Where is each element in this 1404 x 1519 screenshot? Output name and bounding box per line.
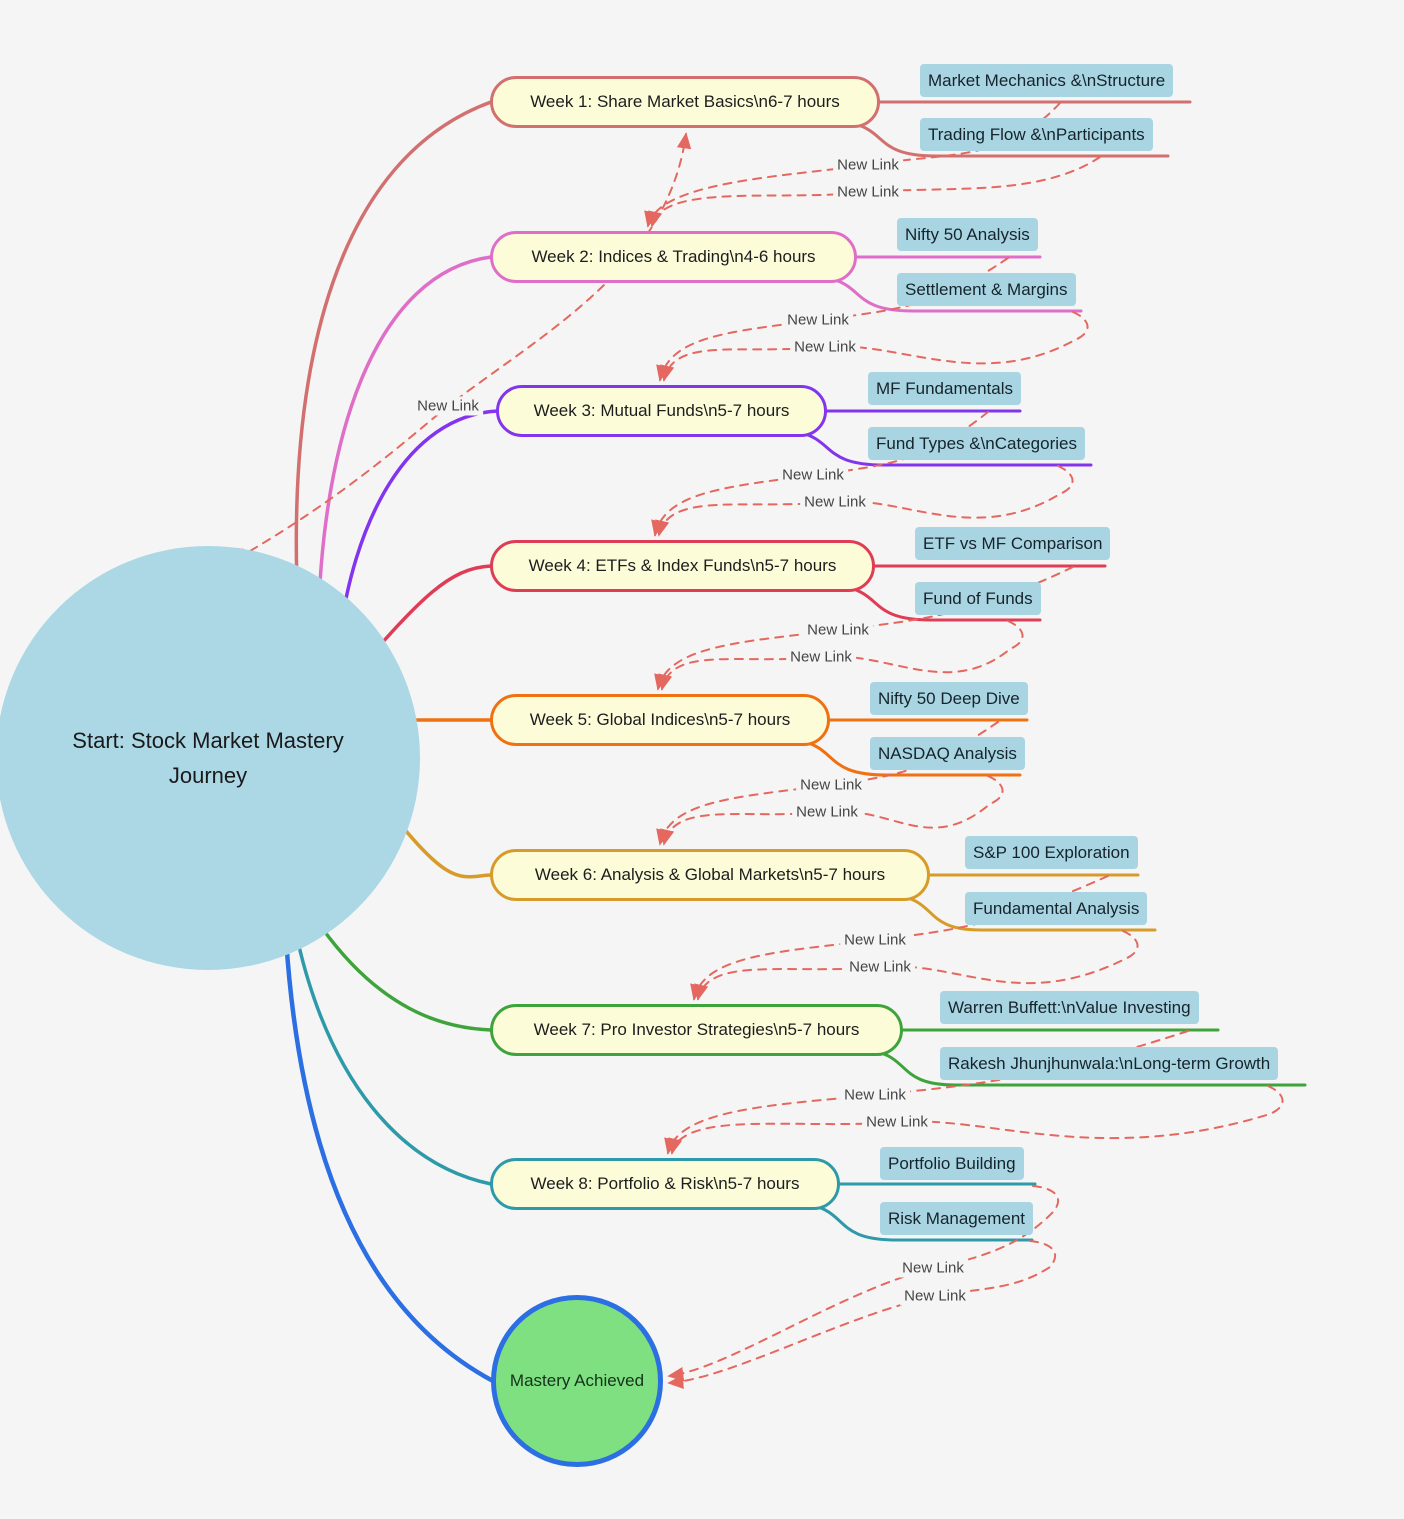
week1-child-2: Trading Flow &\nParticipants — [920, 118, 1153, 151]
week3-child-1: MF Fundamentals — [868, 372, 1021, 405]
week3-child-2: Fund Types &\nCategories — [868, 427, 1085, 460]
week8-child2-line — [810, 1203, 1034, 1242]
week1-child-1: Market Mechanics &\nStructure — [920, 64, 1174, 97]
root-node: Start: Stock Market Mastery Journey — [0, 546, 420, 970]
week4-child-1: ETF vs MF Comparison — [915, 527, 1111, 560]
root-node-label: Start: Stock Market Mastery Journey — [72, 727, 344, 788]
week-4-node: Week 4: ETFs & Index Funds\n5-7 hours — [490, 540, 875, 592]
week8-child-2: Risk Management — [880, 1202, 1034, 1235]
edge-label-week2a: New Link — [783, 310, 853, 330]
branch-week-7 — [320, 926, 493, 1032]
week-1-node: Week 1: Share Market Basics\n6-7 hours — [490, 76, 880, 128]
link-week3b-to-week4 — [655, 465, 1074, 537]
branch-week-2 — [316, 255, 493, 632]
edge-label-start-week1: New Link — [413, 396, 483, 416]
mastery-node-label: Mastery Achieved — [509, 1371, 645, 1390]
edge-label-week8b: New Link — [900, 1286, 970, 1306]
week7-child2-line — [873, 1049, 1307, 1087]
week-7-node: Week 7: Pro Investor Strategies\n5-7 hou… — [490, 1004, 903, 1056]
edge-label-week8a: New Link — [898, 1258, 968, 1278]
week2-child-2: Settlement & Margins — [897, 273, 1076, 306]
link-week5b-to-week6 — [660, 775, 1004, 846]
link-week1a-to-week2 — [644, 102, 1061, 228]
week-8-node: Week 8: Portfolio & Risk\n5-7 hours — [490, 1158, 840, 1210]
week4-child-2: Fund of Funds — [915, 582, 1041, 615]
week-5-node: Week 5: Global Indices\n5-7 hours — [490, 694, 830, 746]
week6-child-1: S&P 100 Exploration — [965, 836, 1138, 869]
edge-label-week6b: New Link — [845, 957, 915, 977]
week7-child-2: Rakesh Jhunjhunwala:\nLong-term Growth — [940, 1047, 1279, 1080]
week5-child-2: NASDAQ Analysis — [870, 737, 1025, 770]
edge-label-week7a: New Link — [840, 1085, 910, 1105]
branch-mastery — [283, 935, 496, 1384]
week4-child2-line — [845, 585, 1042, 622]
week1-child2-line — [850, 121, 1170, 158]
edge-label-week1b: New Link — [833, 182, 903, 202]
edge-label-week4b: New Link — [786, 647, 856, 667]
mastery-node: Mastery Achieved — [491, 1295, 663, 1467]
link-week7b-to-week8 — [668, 1085, 1284, 1155]
week-2-node: Week 2: Indices & Trading\n4-6 hours — [490, 231, 857, 283]
edge-label-week5a: New Link — [796, 775, 866, 795]
week7-child-1: Warren Buffett:\nValue Investing — [940, 991, 1199, 1024]
edge-label-week3a: New Link — [778, 465, 848, 485]
week2-child2-line — [827, 276, 1083, 313]
link-week8b-to-mastery — [667, 1240, 1057, 1390]
week8-child-1: Portfolio Building — [880, 1147, 1024, 1180]
week6-child2-line — [900, 894, 1157, 932]
week5-child-1: Nifty 50 Deep Dive — [870, 682, 1028, 715]
link-start-to-week1 — [212, 132, 692, 569]
edge-label-week1a: New Link — [833, 155, 903, 175]
edge-label-week4a: New Link — [803, 620, 873, 640]
branch-week-1 — [294, 100, 493, 612]
week-6-node: Week 6: Analysis & Global Markets\n5-7 h… — [490, 849, 930, 901]
week6-child-2: Fundamental Analysis — [965, 892, 1148, 925]
edge-label-week3b: New Link — [800, 492, 870, 512]
edge-label-week2b: New Link — [790, 337, 860, 357]
link-week4b-to-week5 — [658, 620, 1024, 691]
edge-label-week5b: New Link — [792, 802, 862, 822]
week2-child-1: Nifty 50 Analysis — [897, 218, 1038, 251]
week5-child2-line — [800, 739, 1022, 777]
edge-label-week7b: New Link — [862, 1112, 932, 1132]
branch-week-8 — [296, 940, 493, 1186]
edge-label-week6a: New Link — [840, 930, 910, 950]
link-week6b-to-week7 — [694, 930, 1139, 1001]
week-3-node: Week 3: Mutual Funds\n5-7 hours — [496, 385, 827, 437]
link-week2b-to-week3 — [660, 311, 1089, 382]
